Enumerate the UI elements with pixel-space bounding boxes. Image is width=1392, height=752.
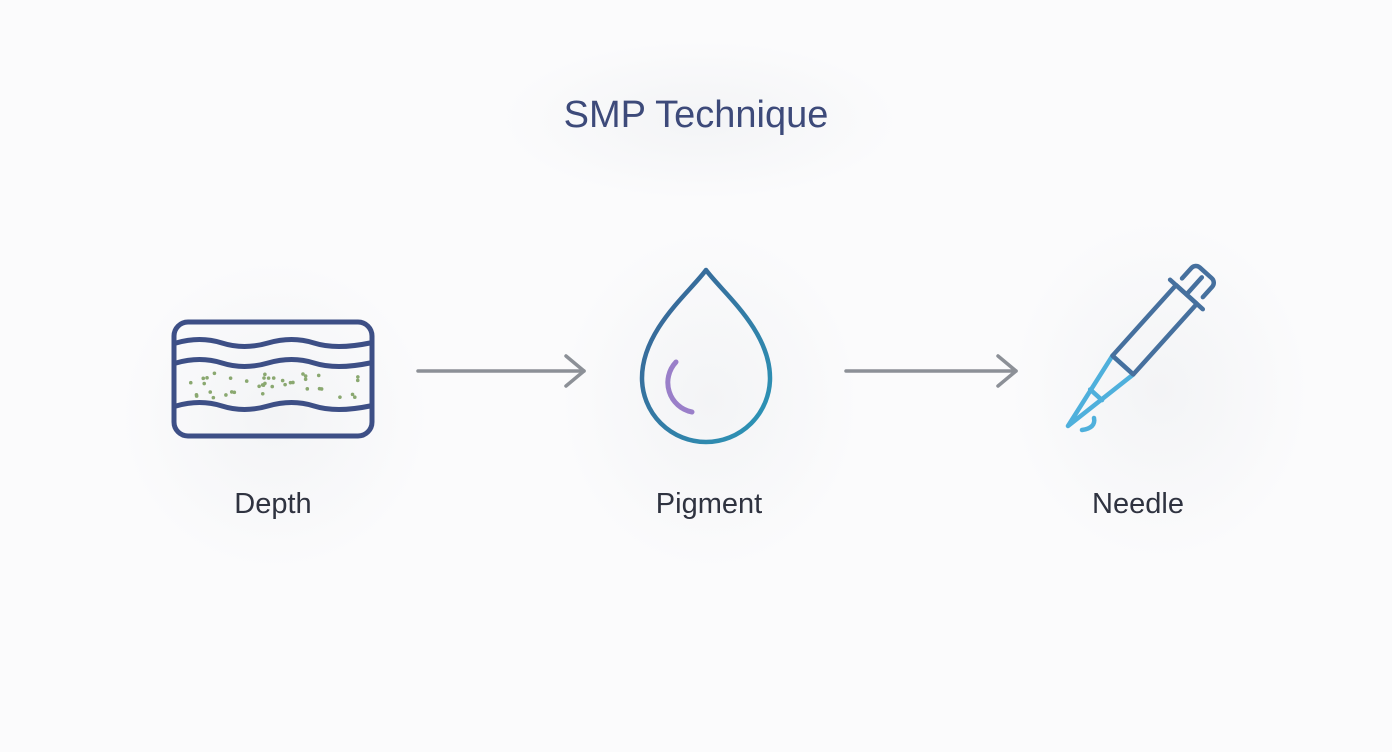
pigment-glow [560,230,860,570]
step-label-needle: Needle [1092,488,1184,520]
pigment-dot [212,371,217,376]
pigment-dot [352,395,357,400]
pigment-dot [211,395,216,400]
pigment-dot [291,380,295,385]
pigment-dot [303,374,308,378]
ink-drip-icon [1079,415,1097,433]
pigment-dot [303,377,308,382]
needle-glow [1010,220,1310,560]
pigment-dot [350,392,355,397]
ink-drop-icon [639,267,773,445]
pigment-dot [317,386,322,391]
pigment-dot [280,378,285,383]
pigment-dot [262,376,266,380]
arrow-depth-to-pigment [416,354,586,388]
pigment-dots [188,371,360,400]
step-label-pigment: Pigment [655,488,763,520]
pigment-dot [338,395,342,399]
pigment-dot [270,384,275,389]
pigment-dot [194,394,199,398]
title-glow [500,40,900,200]
pigment-dot [263,381,267,386]
skin-layers-icon [171,319,375,439]
diagram-title: SMP Technique [563,94,829,136]
pigment-dot [271,376,276,380]
pigment-dot [305,387,310,391]
pigment-dot [244,379,249,383]
pigment-dot [208,390,213,394]
pigment-dot [257,384,261,389]
pigment-dot [316,373,321,378]
needle-icon [1065,263,1216,429]
pigment-dot [224,393,228,397]
pigment-dot [283,382,287,387]
arrow-pigment-to-needle [844,354,1018,388]
pigment-dot [260,391,265,396]
pigment-dot [301,372,305,376]
pigment-dot [263,372,267,377]
pigment-dot [205,376,209,380]
pigment-dot [355,378,360,383]
pigment-dot [188,380,193,385]
pigment-dot [228,376,233,380]
pigment-dot [202,381,207,386]
pigment-dot [229,390,234,394]
pigment-dot [201,376,206,381]
pigment-dot [266,376,271,380]
step-label-depth: Depth [234,488,312,520]
pigment-dot [356,375,360,379]
